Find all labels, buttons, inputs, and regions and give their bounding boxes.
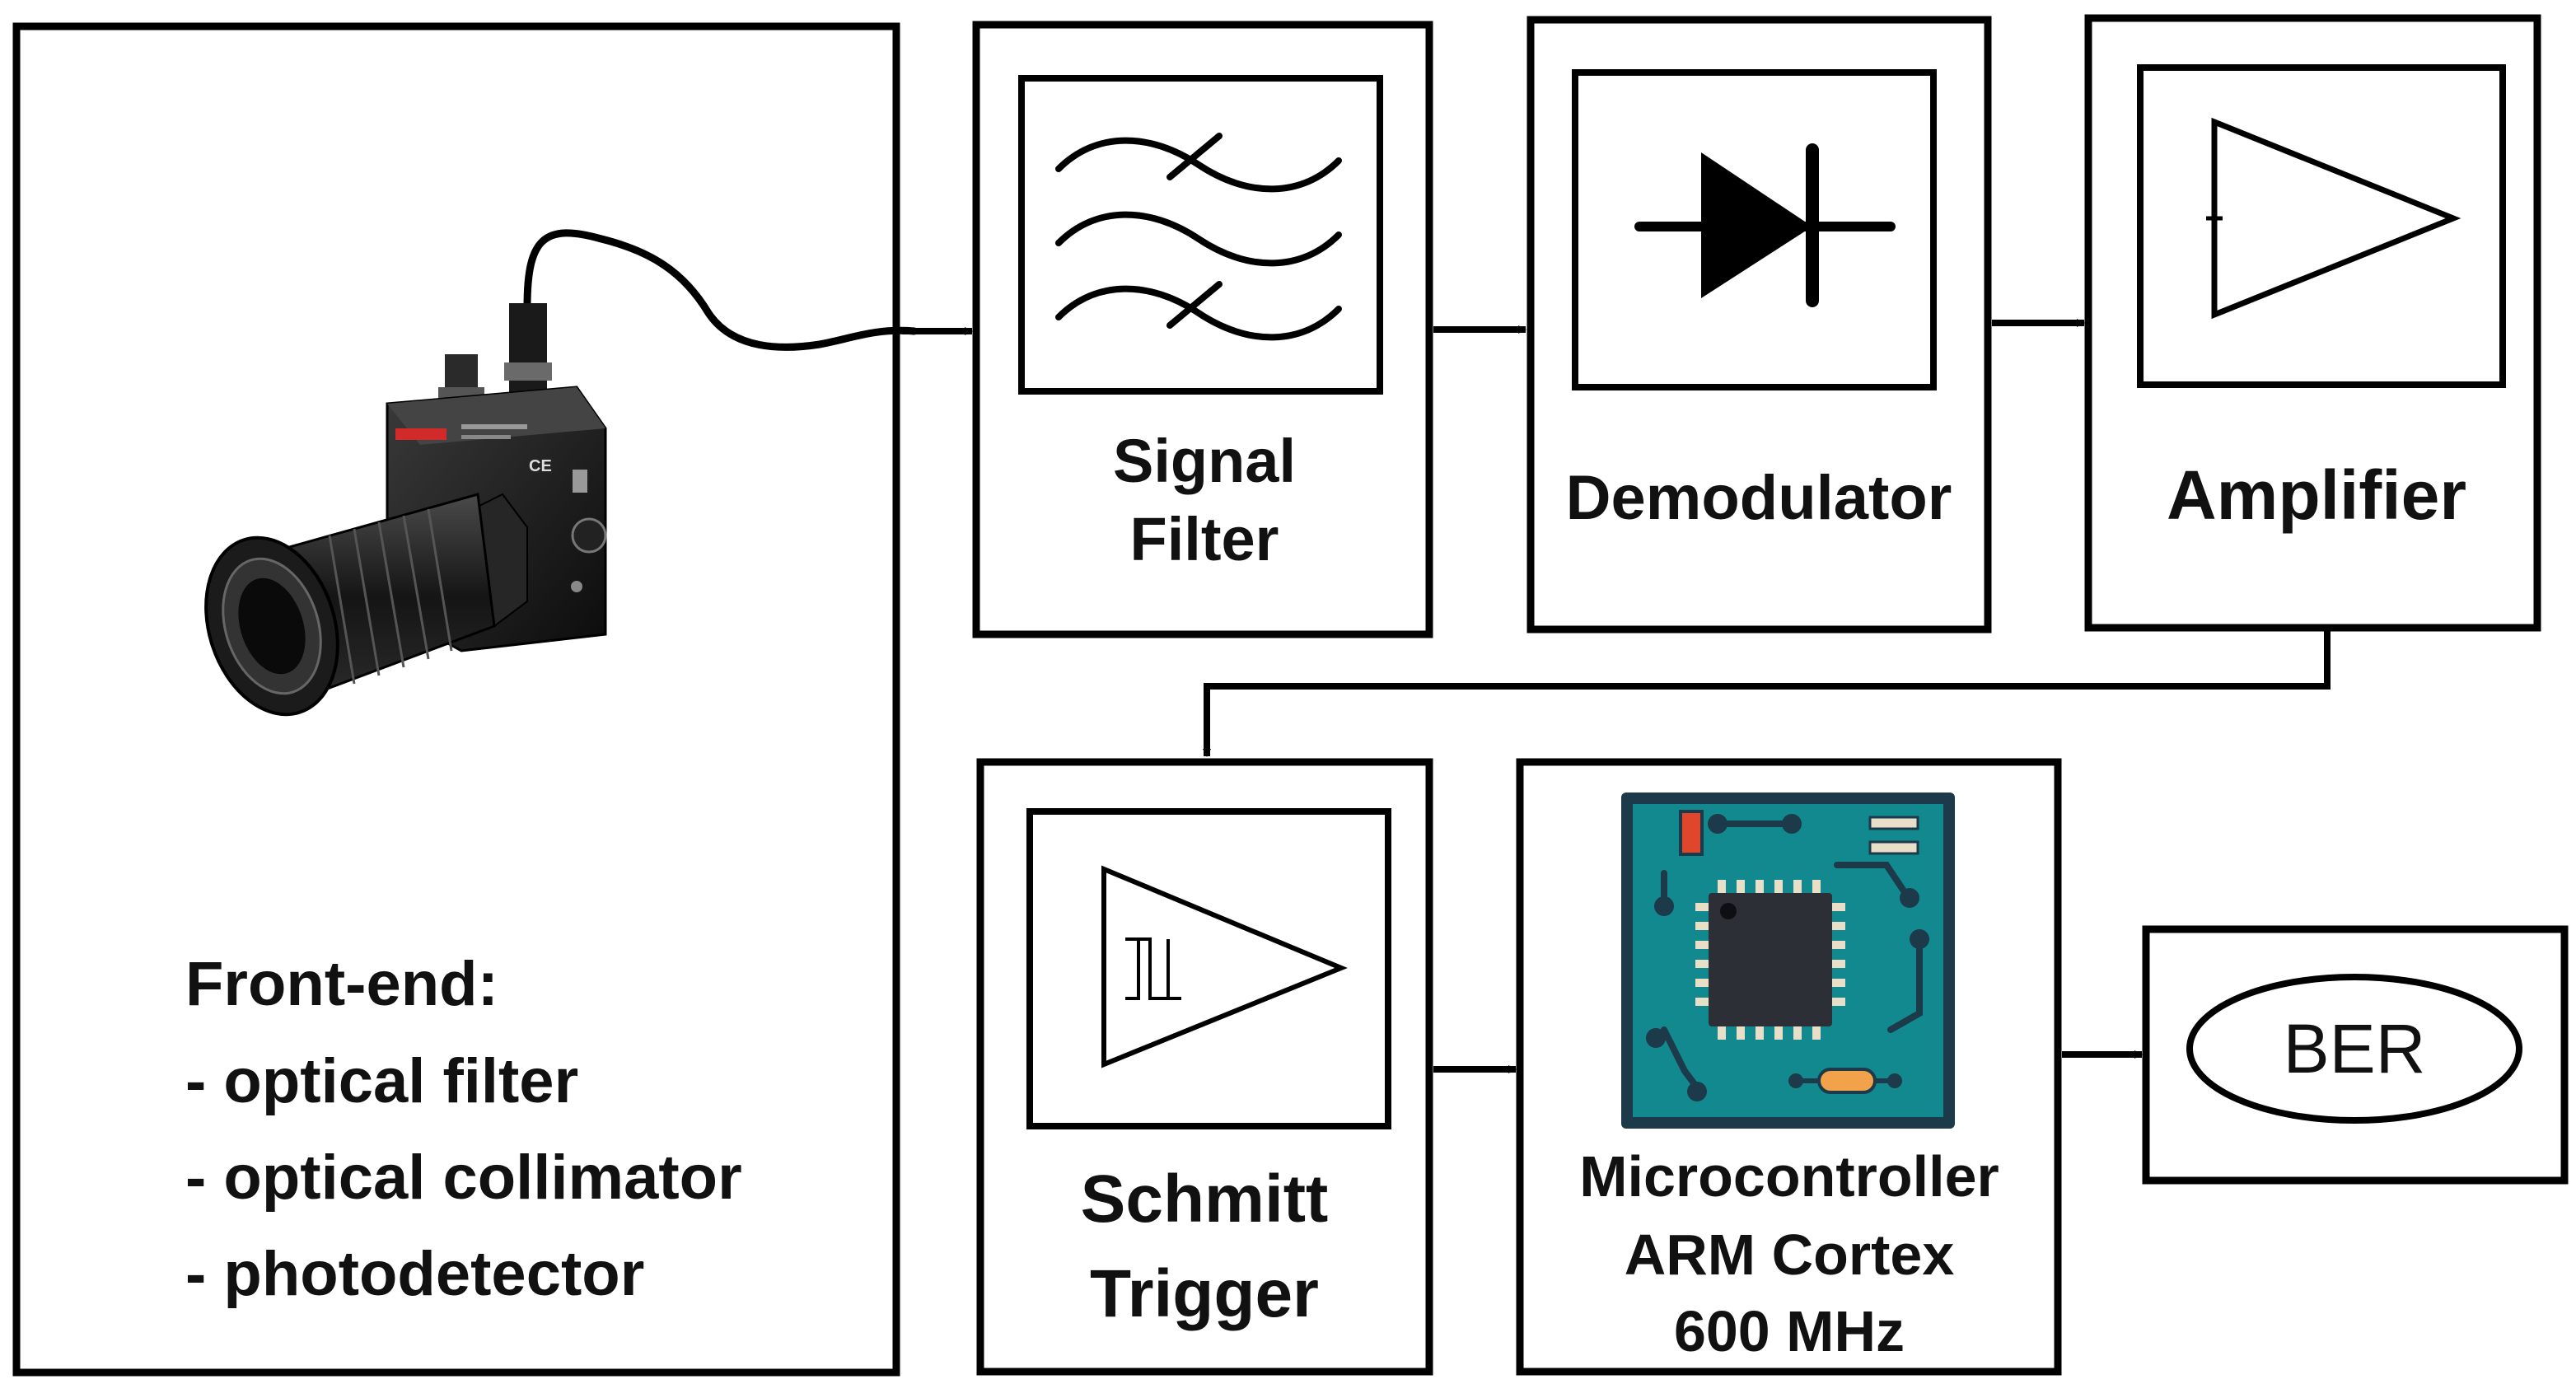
circuit-board-icon [1621, 793, 1955, 1129]
arrow-amplifier-to-schmitt [1203, 631, 2331, 757]
signal-filter-block: Signal Filter [972, 21, 1433, 638]
demodulator-label: Demodulator [1566, 463, 1952, 533]
microcontroller-frame [1516, 758, 2062, 1376]
front-end-item-optical-filter: - optical filter [185, 1046, 578, 1116]
amplifier-frame [2084, 14, 2541, 632]
ber-ellipse [2186, 974, 2522, 1124]
front-end-frame [12, 22, 900, 1377]
ber-frame [2142, 925, 2569, 1185]
connections [902, 319, 2331, 1073]
amplifier-icon-frame [2137, 64, 2506, 388]
ber-label: BER [2284, 1010, 2426, 1087]
signal-filter-icon-frame [1018, 75, 1383, 395]
demodulator-frame [1526, 16, 1992, 634]
signal-filter-label-line2: Filter [1130, 505, 1279, 573]
amplifier-block: Amplifier [2084, 14, 2541, 632]
diode-icon [1634, 143, 1896, 307]
amplifier-label: Amplifier [2167, 456, 2466, 534]
signal-filter-frame [972, 21, 1433, 638]
device-brand-label-icon [395, 428, 446, 440]
photodetector-device-icon: CE [204, 303, 607, 717]
low-pass-filter-icon [1055, 133, 1342, 341]
front-end-item-optical-collimator: - optical collimator [185, 1143, 742, 1213]
demodulator-icon-frame [1572, 69, 1937, 390]
microcontroller-label-line3: 600 MHz [1674, 1299, 1905, 1363]
microcontroller-label-line1: Microcontroller [1579, 1144, 1999, 1209]
ber-block: BER [2142, 925, 2569, 1185]
front-end-item-photodetector: - photodetector [185, 1239, 644, 1309]
signal-filter-label-line1: Signal [1113, 427, 1296, 495]
photodetector-cable [523, 229, 919, 351]
amplifier-triangle-icon [2206, 117, 2461, 320]
schmitt-trigger-icon-frame [1026, 808, 1391, 1129]
microcontroller-label-line2: ARM Cortex [1625, 1223, 1955, 1287]
schmitt-trigger-label-line1: Schmitt [1081, 1162, 1329, 1237]
demodulator-block: Demodulator [1526, 16, 1992, 634]
schmitt-trigger-icon [1101, 865, 1348, 1068]
front-end-block: CE Front-end: - optical filter - optical… [12, 22, 919, 1377]
schmitt-trigger-block: Schmitt Trigger [976, 758, 1433, 1376]
schmitt-trigger-frame [976, 758, 1433, 1376]
front-end-title: Front-end: [185, 949, 498, 1019]
schmitt-trigger-label-line2: Trigger [1090, 1256, 1319, 1331]
svg-text:CE: CE [529, 457, 552, 475]
microcontroller-block: Microcontroller ARM Cortex 600 MHz [1516, 758, 2062, 1376]
